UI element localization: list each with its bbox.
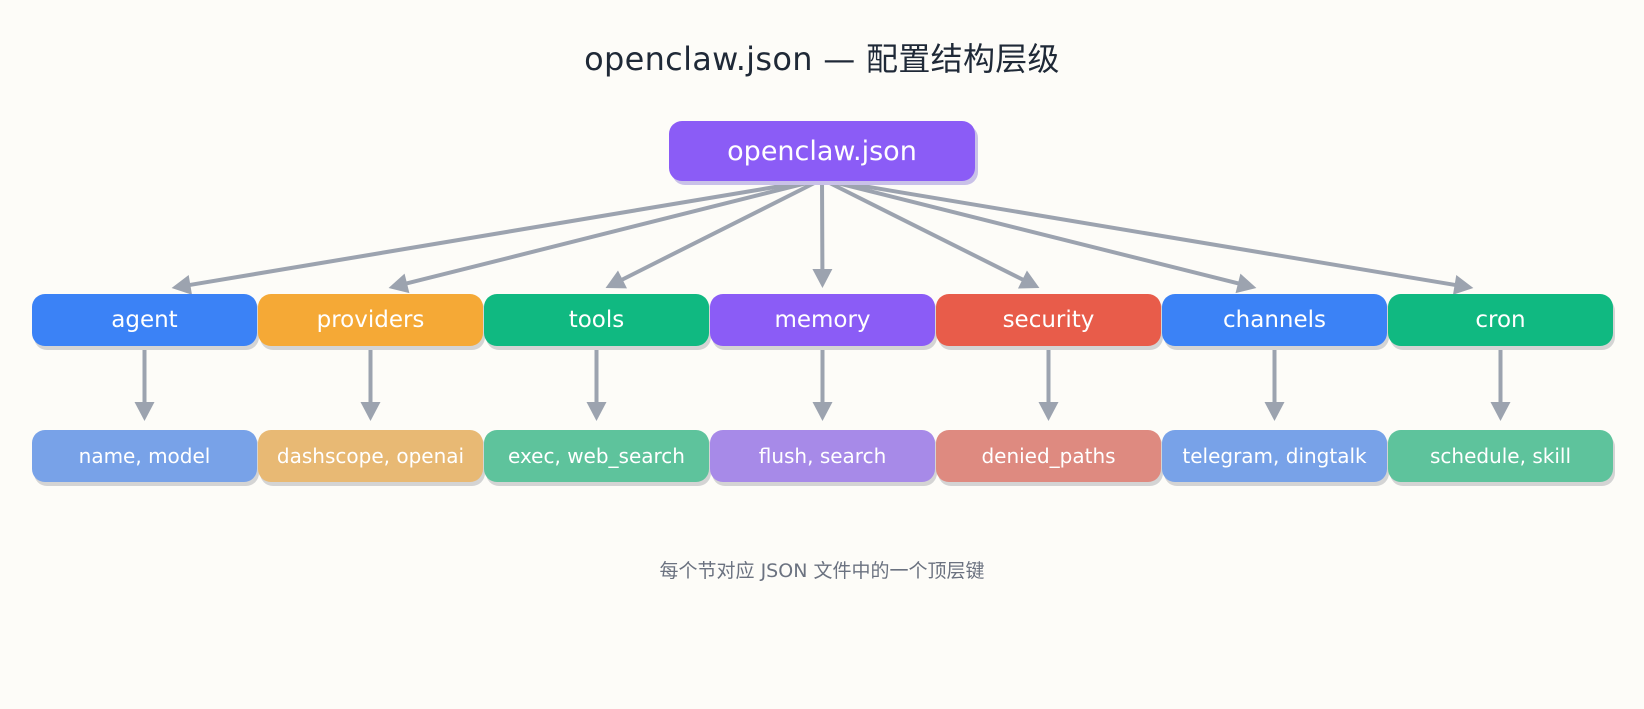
section-node-memory: memory (710, 294, 935, 346)
edge-root-to-security-line (825, 180, 1027, 283)
section-node-providers: providers (258, 294, 483, 346)
section-node-channels: channels (1162, 294, 1387, 346)
edge-root-to-memory-arrowhead (812, 268, 833, 288)
edge-root-to-channels-arrowhead (1235, 273, 1257, 294)
leaf-node-memory-keys: flush, search (710, 430, 935, 482)
edge-root-to-tools-arrowhead (605, 270, 627, 289)
leaf-node-tools-keys: exec, web_search (484, 430, 709, 482)
section-node-security: security (936, 294, 1161, 346)
edge-root-to-agent-line (186, 180, 808, 288)
leaf-node-security-keys: denied_paths (936, 430, 1161, 482)
leaf-node-agent-keys: name, model (32, 430, 257, 482)
leaf-node-cron-keys: schedule, skill (1388, 430, 1613, 482)
diagram-caption: 每个节对应 JSON 文件中的一个顶层键 (659, 560, 985, 582)
edge-root-to-cron-line (836, 180, 1459, 288)
leaf-node-channels-keys: telegram, dingtalk (1162, 430, 1387, 482)
edge-root-to-tools-line (618, 180, 819, 283)
edge-root-to-cron-arrowhead (1452, 275, 1474, 295)
root-node-openclaw-json: openclaw.json (669, 121, 975, 181)
diagram-title: openclaw.json — 配置结构层级 (584, 40, 1060, 78)
edge-root-to-providers-line (403, 180, 813, 286)
edge-channels-to-keys-arrowhead (1264, 402, 1285, 421)
edge-providers-to-keys-arrowhead (360, 402, 381, 421)
edge-root-to-providers-arrowhead (388, 273, 410, 294)
edge-memory-to-keys-arrowhead (812, 402, 833, 421)
edge-root-to-security-arrowhead (1017, 270, 1040, 289)
leaf-node-providers-keys: dashscope, openai (258, 430, 483, 482)
section-node-agent: agent (32, 294, 257, 346)
section-node-cron: cron (1388, 294, 1613, 346)
section-node-tools: tools (484, 294, 709, 346)
edge-cron-to-keys-arrowhead (1490, 402, 1511, 421)
edge-agent-to-keys-arrowhead (134, 402, 155, 421)
edge-tools-to-keys-arrowhead (586, 402, 607, 421)
edge-root-to-agent-arrowhead (171, 275, 192, 295)
edge-security-to-keys-arrowhead (1038, 402, 1059, 421)
edge-root-to-channels-line (831, 180, 1242, 286)
